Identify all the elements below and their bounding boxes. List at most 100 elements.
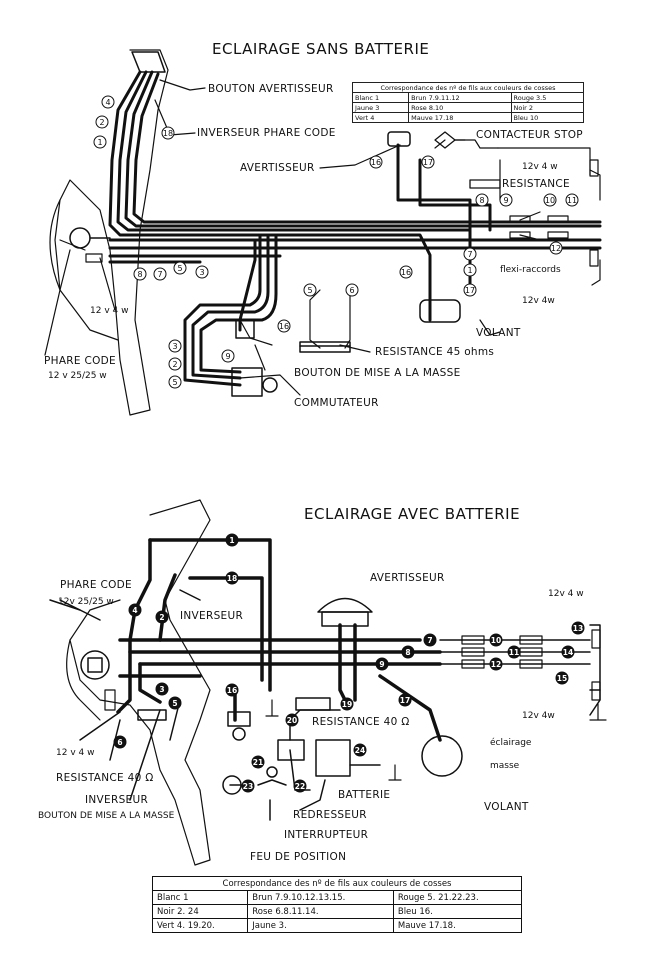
svg-text:18: 18 (227, 574, 237, 583)
svg-text:16: 16 (279, 322, 289, 331)
svg-text:2: 2 (172, 360, 177, 369)
svg-text:12: 12 (491, 660, 501, 669)
label-b-inverseur-bottom: INVERSEUR (85, 794, 149, 806)
label-inverseur-phare-code: INVERSEUR PHARE CODE (197, 127, 336, 139)
svg-text:1: 1 (97, 138, 102, 147)
top-volant (419, 299, 461, 323)
svg-text:6: 6 (349, 286, 354, 295)
svg-text:7: 7 (467, 250, 472, 259)
svg-text:22: 22 (295, 782, 305, 791)
bottom-ground-symbols (265, 699, 607, 781)
bottom-wire-marker: 1 (225, 533, 239, 547)
svg-text:5: 5 (172, 699, 177, 708)
top-wire-marker: 4 (101, 95, 115, 109)
svg-text:13: 13 (573, 624, 583, 633)
bottom-lamp-left (104, 689, 116, 711)
svg-text:8: 8 (405, 648, 410, 657)
label-b-resistance-40-left: RESISTANCE 40 Ω (56, 772, 154, 784)
top-wire-marker: 8 (133, 267, 147, 281)
top-commutateur (231, 367, 278, 397)
bottom-wire-marker: 12 (489, 657, 503, 671)
label-b-resistance-40: RESISTANCE 40 Ω (312, 716, 410, 728)
svg-text:16: 16 (401, 268, 411, 277)
bottom-wire-marker: 8 (401, 645, 415, 659)
svg-text:9: 9 (225, 352, 230, 361)
top-wire-marker: 1 (463, 263, 477, 277)
label-resistance: RESISTANCE (502, 178, 570, 190)
label-bouton-masse: BOUTON DE MISE A LA MASSE (294, 367, 461, 379)
top-avertisseur (387, 131, 411, 147)
svg-text:11: 11 (567, 196, 577, 205)
svg-text:15: 15 (557, 674, 567, 683)
label-b-lamp-left: 12 v 4 w (56, 748, 95, 758)
svg-text:24: 24 (355, 746, 365, 755)
bottom-phare-lamp (80, 650, 110, 680)
label-b-masse: masse (490, 761, 520, 771)
bottom-legend-cell: Rose 6.8.11.14. (247, 904, 394, 919)
bottom-wire-marker: 19 (340, 697, 354, 711)
svg-text:5: 5 (177, 264, 182, 273)
top-handlebar (131, 51, 166, 73)
top-bouton-masse (235, 319, 255, 339)
bottom-wire-marker: 13 (571, 621, 585, 635)
bottom-wire-marker: 2 (155, 610, 169, 624)
svg-text:23: 23 (243, 782, 253, 791)
svg-text:17: 17 (400, 696, 410, 705)
label-avertisseur: AVERTISSEUR (240, 162, 315, 174)
bottom-lamp-right-bottom (591, 681, 601, 701)
svg-text:8: 8 (479, 196, 484, 205)
bottom-legend-cell: Bleu 16. (392, 904, 523, 919)
label-lamp-bottom: 12v 4w (522, 296, 555, 306)
svg-text:11: 11 (509, 648, 519, 657)
bottom-wire-marker: 22 (293, 779, 307, 793)
top-wire-marker: 12 (549, 241, 563, 255)
bottom-batterie (315, 739, 351, 777)
label-flexi-raccords: flexi-raccords (500, 265, 561, 275)
top-wire-marker: 18 (161, 126, 175, 140)
svg-text:6: 6 (117, 738, 122, 747)
bottom-wire-marker: 16 (225, 683, 239, 697)
top-lamp-right-top (589, 159, 599, 177)
top-legend-cell: Bleu 10 (510, 112, 584, 123)
label-contacteur-stop: CONTACTEUR STOP (476, 129, 583, 141)
top-phare-lamp (69, 227, 111, 249)
top-title: ECLAIRAGE SANS BATTERIE (212, 40, 430, 58)
bottom-wire-marker: 4 (128, 603, 142, 617)
label-lamp-left: 12 v 4 w (90, 306, 129, 316)
svg-text:7: 7 (427, 636, 432, 645)
top-wire-marker: 6 (345, 283, 359, 297)
svg-text:19: 19 (342, 700, 352, 709)
bottom-wire-marker: 15 (555, 671, 569, 685)
bottom-legend-cell: Blanc 1 (151, 890, 249, 905)
label-volant: VOLANT (476, 327, 521, 339)
label-b-volant: VOLANT (484, 801, 529, 813)
top-wire-marker: 5 (303, 283, 317, 297)
top-contacteur-stop (434, 131, 466, 149)
label-b-redresseur: REDRESSEUR (293, 809, 367, 821)
label-b-batterie: BATTERIE (338, 789, 391, 801)
svg-text:5: 5 (307, 286, 312, 295)
svg-text:10: 10 (491, 636, 501, 645)
label-b-avertisseur: AVERTISSEUR (370, 572, 445, 584)
svg-text:1: 1 (229, 536, 234, 545)
svg-text:10: 10 (545, 196, 555, 205)
svg-text:20: 20 (287, 716, 297, 725)
top-wire-marker: 16 (277, 319, 291, 333)
top-wire-marker: 5 (168, 375, 182, 389)
svg-text:17: 17 (423, 158, 433, 167)
bottom-wire-marker: 5 (168, 696, 182, 710)
bottom-legend-cell: Noir 2. 24 (151, 904, 249, 919)
top-resistance (469, 179, 501, 189)
label-b-eclairage: éclairage (490, 738, 532, 748)
bottom-wire-marker: 6 (113, 735, 127, 749)
top-wire-marker: 2 (168, 357, 182, 371)
label-lamp-top: 12v 4 w (522, 162, 558, 172)
top-wire-marker: 11 (565, 193, 579, 207)
svg-text:3: 3 (159, 685, 164, 694)
bottom-legend-cell: Vert 4. 19.20. (151, 918, 249, 933)
bottom-legend-header: Correspondance des nº de fils aux couleu… (152, 876, 522, 891)
bottom-wire-marker: 11 (507, 645, 521, 659)
svg-text:3: 3 (199, 268, 204, 277)
svg-text:9: 9 (503, 196, 508, 205)
